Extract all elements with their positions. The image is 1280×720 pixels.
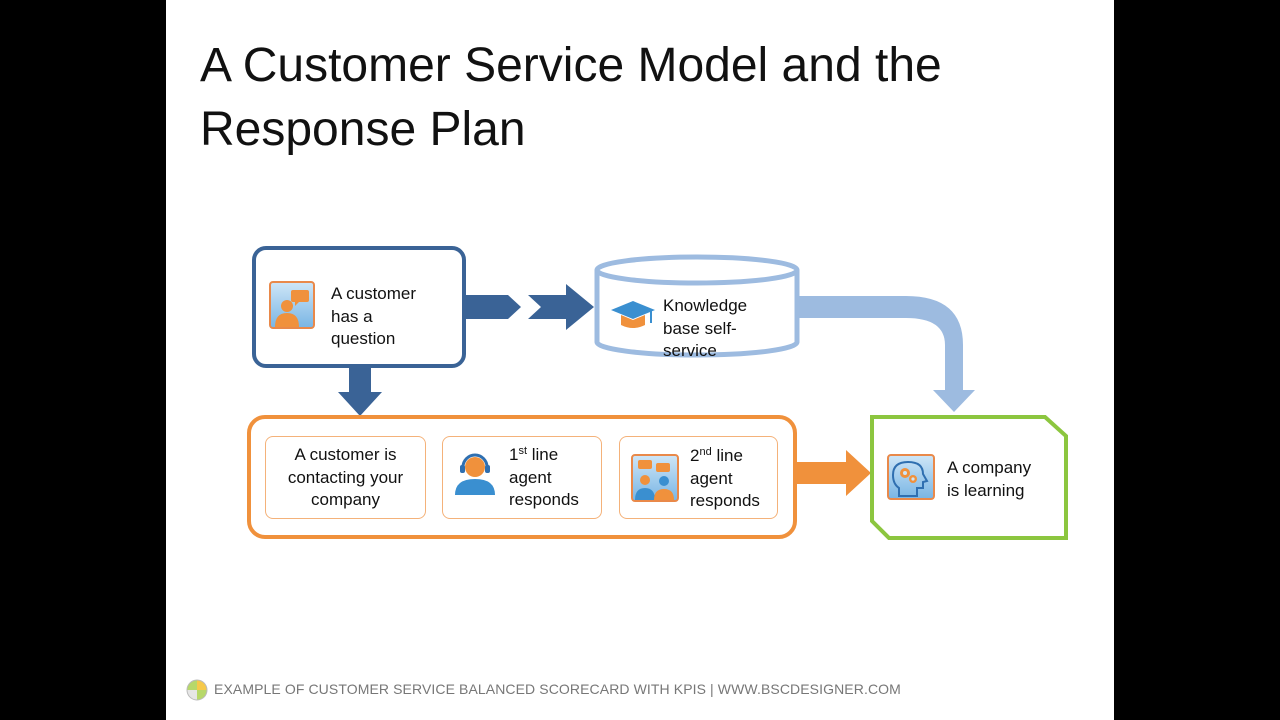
arrow-question-to-kb-1 <box>466 295 521 319</box>
knowledge-base-label: Knowledge base self- service <box>663 296 748 360</box>
contacting-box <box>265 436 426 519</box>
arrow-question-to-kb-2 <box>528 284 594 330</box>
footer-logo-icon <box>186 679 208 706</box>
learning-label: A company is learning <box>947 458 1032 500</box>
first-line-label: 1st line agent responds <box>509 445 579 509</box>
flow-diagram <box>338 254 1068 540</box>
arrow-agents-to-learning <box>797 450 871 496</box>
arrow-question-to-contact <box>338 368 382 416</box>
page-title: A Customer Service Model and the Respons… <box>200 34 1080 162</box>
headset-agent-icon <box>452 453 498 500</box>
title-line-2: Response Plan <box>200 103 526 156</box>
knowledge-base-cylinder <box>594 254 800 358</box>
chat-person-icon <box>269 281 315 334</box>
second-line-label: 2nd line agent responds <box>690 446 760 510</box>
footer-text: EXAMPLE OF CUSTOMER SERVICE BALANCED SCO… <box>214 681 901 697</box>
learning-box-shape <box>870 415 1068 540</box>
slide: A Customer Service Model and the Respons… <box>166 0 1114 720</box>
graduation-cap-icon <box>609 298 657 339</box>
head-gears-icon <box>887 454 935 505</box>
title-line-1: A Customer Service Model and the <box>200 39 942 92</box>
contacting-label: A customer is contacting your company <box>287 445 404 509</box>
two-agents-icon <box>631 454 679 507</box>
arrow-kb-to-learning <box>797 296 975 412</box>
customer-question-label: A customer has a question <box>331 284 417 348</box>
first-line-box <box>442 436 602 519</box>
